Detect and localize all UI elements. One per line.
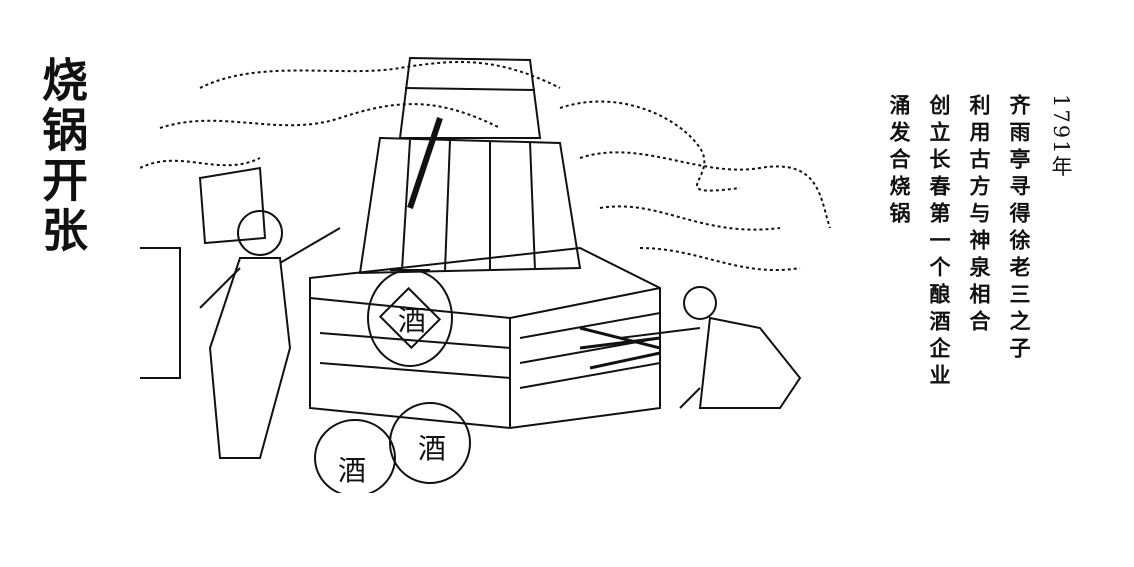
caption-line-2: 利用古方与神泉相合 [967,94,992,337]
caption-line-4: 涌发合烧锅 [887,94,912,229]
caption-line-3: 创立长春第一个酿酒企业 [927,94,952,391]
still-barrel [358,56,582,275]
svg-text:酒: 酒 [338,454,366,487]
worker-kneeling [579,286,802,409]
brick-furnace [309,246,661,430]
svg-text:酒: 酒 [418,432,446,465]
barrels-left [140,166,267,379]
worker-drinking [199,210,341,459]
distillery-illustration: 酒 酒 酒 [140,56,831,493]
page-title: 烧锅开张 [35,56,89,256]
wine-jar: 酒 [367,269,453,367]
wine-jars-front: 酒 酒 [314,402,471,493]
caption-year: 1791年 [1049,94,1073,179]
steam [140,61,831,272]
jar-label: 酒 [398,304,426,337]
caption-line-1: 齐雨亭寻得徐老三之子 [1007,94,1032,364]
